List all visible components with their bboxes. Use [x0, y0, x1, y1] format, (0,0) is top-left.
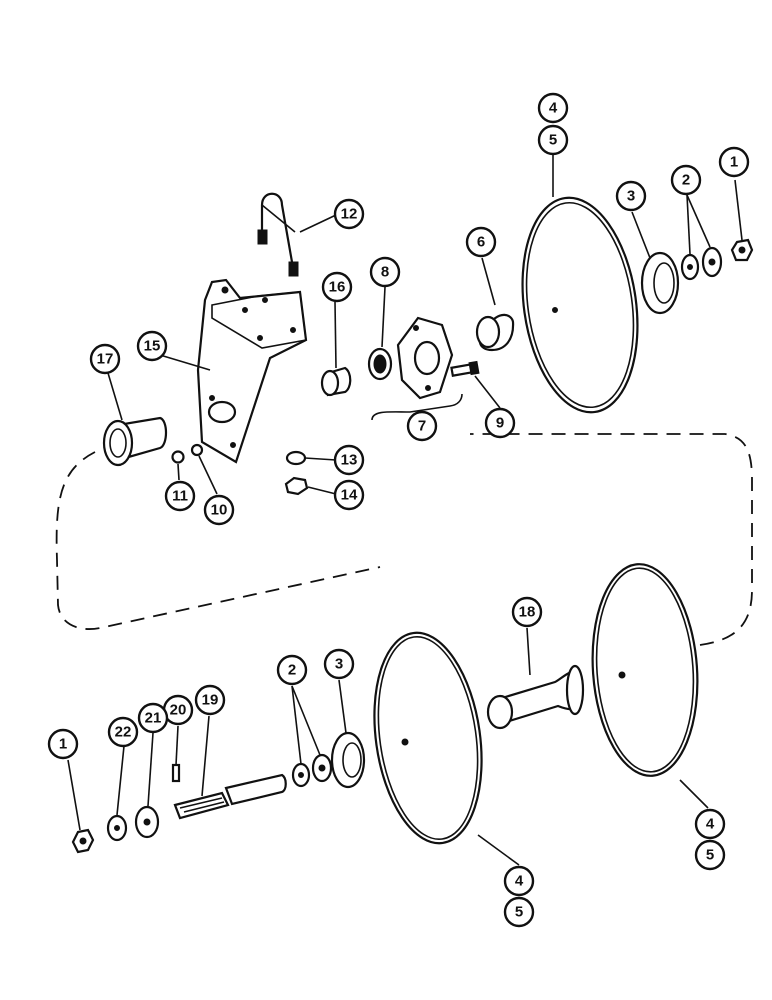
- disc-blade-part-4-5-top: [521, 196, 639, 414]
- svg-text:22: 22: [115, 724, 132, 741]
- svg-text:8: 8: [381, 264, 389, 281]
- callout-22: 22: [107, 716, 139, 748]
- callout-5-middle: 5: [503, 896, 535, 928]
- callout-1-bottom: 1: [47, 728, 79, 760]
- svg-text:21: 21: [145, 710, 162, 727]
- callout-3-bottom: 3: [323, 648, 355, 680]
- callout-11: 11: [164, 480, 196, 512]
- callout-14: 14: [333, 479, 365, 511]
- svg-text:4: 4: [706, 816, 715, 833]
- callout-2-top: 2: [670, 164, 702, 196]
- washer-part-11: [171, 450, 185, 464]
- callout-18: 18: [511, 596, 543, 628]
- callout-4-right: 4: [694, 808, 726, 840]
- svg-text:4: 4: [549, 100, 558, 117]
- leader-lines: [67, 155, 743, 866]
- callout-6: 6: [465, 226, 497, 258]
- cone-washer-part-3-top: [640, 251, 680, 315]
- svg-text:19: 19: [202, 692, 219, 709]
- svg-text:5: 5: [549, 132, 557, 149]
- callout-15: 15: [136, 330, 168, 362]
- callout-8: 8: [369, 256, 401, 288]
- svg-text:1: 1: [730, 154, 738, 171]
- cone-hub-part-6: [475, 313, 515, 352]
- flange-housing-part-7: [396, 316, 454, 400]
- bolt-part-9: [450, 360, 480, 377]
- svg-text:3: 3: [335, 656, 343, 673]
- callout-5-top: 5: [537, 124, 569, 156]
- svg-text:2: 2: [288, 662, 296, 679]
- spool-spacer-part-18: [486, 664, 585, 730]
- dashed-assembly-boundary: [55, 433, 753, 646]
- callout-7: 7: [406, 410, 438, 442]
- callout-12: 12: [333, 198, 365, 230]
- callout-16: 16: [321, 271, 353, 303]
- svg-text:20: 20: [170, 702, 187, 719]
- svg-text:7: 7: [418, 418, 426, 435]
- cone-washer-part-3-bottom: [330, 731, 366, 789]
- callout-17: 17: [89, 343, 121, 375]
- group-bracket-part-7: [371, 393, 463, 421]
- svg-text:13: 13: [341, 452, 358, 469]
- castle-nut-part-1-bottom: [71, 828, 95, 854]
- svg-text:5: 5: [706, 847, 714, 864]
- lock-washer-part-13: [285, 450, 307, 466]
- svg-text:1: 1: [59, 736, 67, 753]
- svg-text:6: 6: [477, 234, 485, 251]
- svg-text:5: 5: [515, 904, 523, 921]
- svg-text:3: 3: [627, 188, 635, 205]
- pin-part-20: [171, 763, 181, 783]
- svg-text:16: 16: [329, 279, 346, 296]
- hex-nut-part-14: [284, 476, 309, 496]
- callout-20: 20: [162, 694, 194, 726]
- callout-2-bottom: 2: [276, 654, 308, 686]
- axle-shaft-part-19: [173, 773, 287, 820]
- bushing-part-16: [320, 366, 352, 397]
- u-bolt-part-12: [257, 192, 299, 277]
- nut-part-10: [190, 443, 204, 457]
- callout-4-top: 4: [537, 92, 569, 124]
- svg-text:14: 14: [341, 487, 358, 504]
- svg-text:15: 15: [144, 338, 161, 355]
- svg-text:12: 12: [341, 206, 358, 223]
- svg-text:18: 18: [519, 604, 536, 621]
- svg-text:2: 2: [682, 172, 690, 189]
- svg-text:11: 11: [172, 488, 188, 505]
- callout-5-right: 5: [694, 839, 726, 871]
- flanged-sleeve-part-17: [102, 416, 168, 467]
- bearing-part-8: [367, 347, 393, 381]
- castle-nut-part-1-top: [730, 238, 754, 262]
- disc-blade-part-4-5-middle: [373, 631, 483, 845]
- callout-3-top: 3: [615, 180, 647, 212]
- svg-text:10: 10: [211, 502, 228, 519]
- callout-1-top: 1: [718, 146, 750, 178]
- callout-10: 10: [203, 494, 235, 526]
- callout-13: 13: [333, 444, 365, 476]
- svg-text:9: 9: [496, 415, 504, 432]
- svg-text:4: 4: [515, 873, 524, 890]
- callout-9: 9: [484, 407, 516, 439]
- disc-blade-part-4-5-right: [591, 563, 699, 777]
- mounting-bracket-part-15: [196, 278, 308, 464]
- callout-19: 19: [194, 684, 226, 716]
- svg-text:17: 17: [97, 351, 114, 368]
- callout-21: 21: [137, 702, 169, 734]
- callout-4-middle: 4: [503, 865, 535, 897]
